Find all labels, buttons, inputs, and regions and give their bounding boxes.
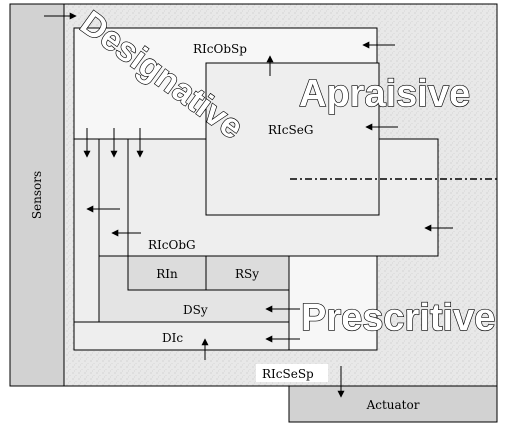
ricobsp-label: RIcObSp	[193, 42, 247, 56]
sensors-label: Sensors	[30, 171, 44, 219]
dsy-label: DSy	[183, 303, 208, 317]
rsy-box	[205, 255, 290, 291]
apraisive-label: Apraisive	[299, 73, 470, 115]
ricseg-box	[205, 62, 380, 216]
dic-label: DIc	[162, 331, 183, 345]
ricsesp-label-bg	[256, 364, 328, 382]
actuator-label: Actuator	[366, 398, 420, 412]
sensors-bar	[9, 3, 65, 387]
ricobg-label: RIcObG	[148, 238, 196, 252]
actuator-bar	[288, 385, 498, 423]
rin-label: RIn	[156, 267, 178, 281]
prescritive-label: Prescritive	[301, 297, 495, 339]
ricseg-label: RIcSeG	[268, 123, 313, 137]
dic-box	[73, 321, 290, 351]
ricsesp-label: RIcSeSp	[262, 367, 314, 381]
rsy-label: RSy	[235, 267, 259, 281]
